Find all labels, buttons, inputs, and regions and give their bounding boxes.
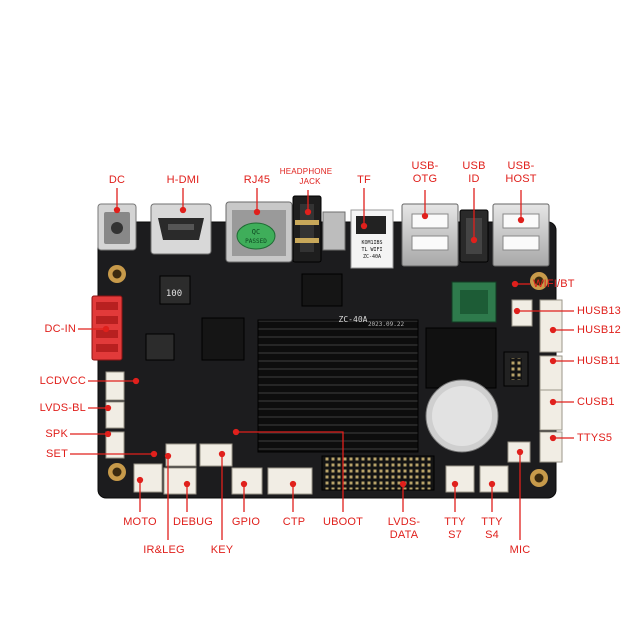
usb-otg-connector (401, 203, 459, 267)
coin-battery (425, 379, 499, 453)
label-tty-s4-line2: S4 (485, 529, 499, 541)
leader-lines (70, 188, 574, 540)
label-usb-otg-line2: OTG (412, 173, 438, 185)
label-lcdvcc: LCDVCC (39, 375, 86, 387)
label-moto: MOTO (123, 516, 157, 528)
heatsink (257, 319, 419, 453)
label-tf: TF (357, 174, 371, 186)
label-rj45: RJ45 (243, 174, 271, 186)
label-usb-id-line1: USB (462, 160, 486, 172)
wifi-module (451, 281, 497, 323)
label-cusb1: CUSB1 (577, 396, 615, 408)
qc-marking: QC (252, 228, 260, 236)
label-hdmi: H-DMI (166, 174, 200, 186)
label-usb-host-line2: HOST (505, 173, 537, 185)
right-connectors (507, 299, 563, 463)
label-usb-host-line1: USB- (507, 160, 535, 172)
label-key: KEY (210, 544, 234, 556)
label-husb13: HUSB13 (577, 305, 621, 317)
cusb-connector (503, 351, 529, 387)
label-headphone-line1: HEADPHONE (279, 167, 333, 176)
rj45-connector (225, 201, 293, 263)
label-husb11: HUSB11 (577, 355, 621, 367)
label-tty-s4-line1: TTY (481, 516, 503, 528)
usb-host-connector (492, 203, 550, 267)
label-usb-id-line2: ID (468, 173, 480, 185)
label-mic: MIC (509, 544, 531, 556)
sticker (350, 209, 394, 269)
lvds-header (321, 455, 435, 491)
inductor-marking: 100 (166, 289, 182, 299)
sticker-line-3: ZC-40A (363, 254, 381, 260)
label-husb12: HUSB12 (577, 324, 621, 336)
label-spk: SPK (45, 428, 68, 440)
label-ir-leg: IR&LEG (143, 544, 185, 556)
label-set: SET (46, 448, 68, 460)
label-gpio: GPIO (231, 516, 261, 528)
label-headphone-line2: JACK (299, 177, 321, 186)
label-dc-in: DC-IN (44, 323, 76, 335)
headphone-jack (292, 195, 322, 263)
label-usb-otg-line1: USB- (411, 160, 439, 172)
label-tty-s7-line2: S7 (448, 529, 462, 541)
label-ctp: CTP (282, 516, 306, 528)
bottom-connectors (133, 443, 509, 495)
passed-marking: PASSED (245, 238, 267, 245)
label-lvds-bl: LVDS-BL (39, 402, 86, 414)
label-lvds-data-line1: LVDS- (387, 516, 421, 528)
label-dc: DC (108, 174, 126, 186)
date-marking: 2023.09.22 (368, 321, 405, 328)
label-wifi-bt: WIFI/BT (533, 278, 575, 290)
label-lvds-data-line2: DATA (389, 529, 419, 541)
sticker-line-1: KOM1IBS (361, 240, 382, 246)
tf-slot (322, 211, 346, 251)
label-uboot: UBOOT (322, 516, 364, 528)
label-tty-s7-line1: TTY (444, 516, 466, 528)
label-ttys5: TTYS5 (577, 432, 613, 444)
dc-jack (97, 203, 137, 251)
label-debug: DEBUG (172, 516, 214, 528)
model-marking: ZC-40A (339, 315, 368, 324)
sticker-line-2: TL WIFI (361, 247, 382, 253)
hdmi-connector (150, 203, 212, 255)
mounting-holes (108, 265, 548, 487)
left-connectors (105, 371, 125, 459)
